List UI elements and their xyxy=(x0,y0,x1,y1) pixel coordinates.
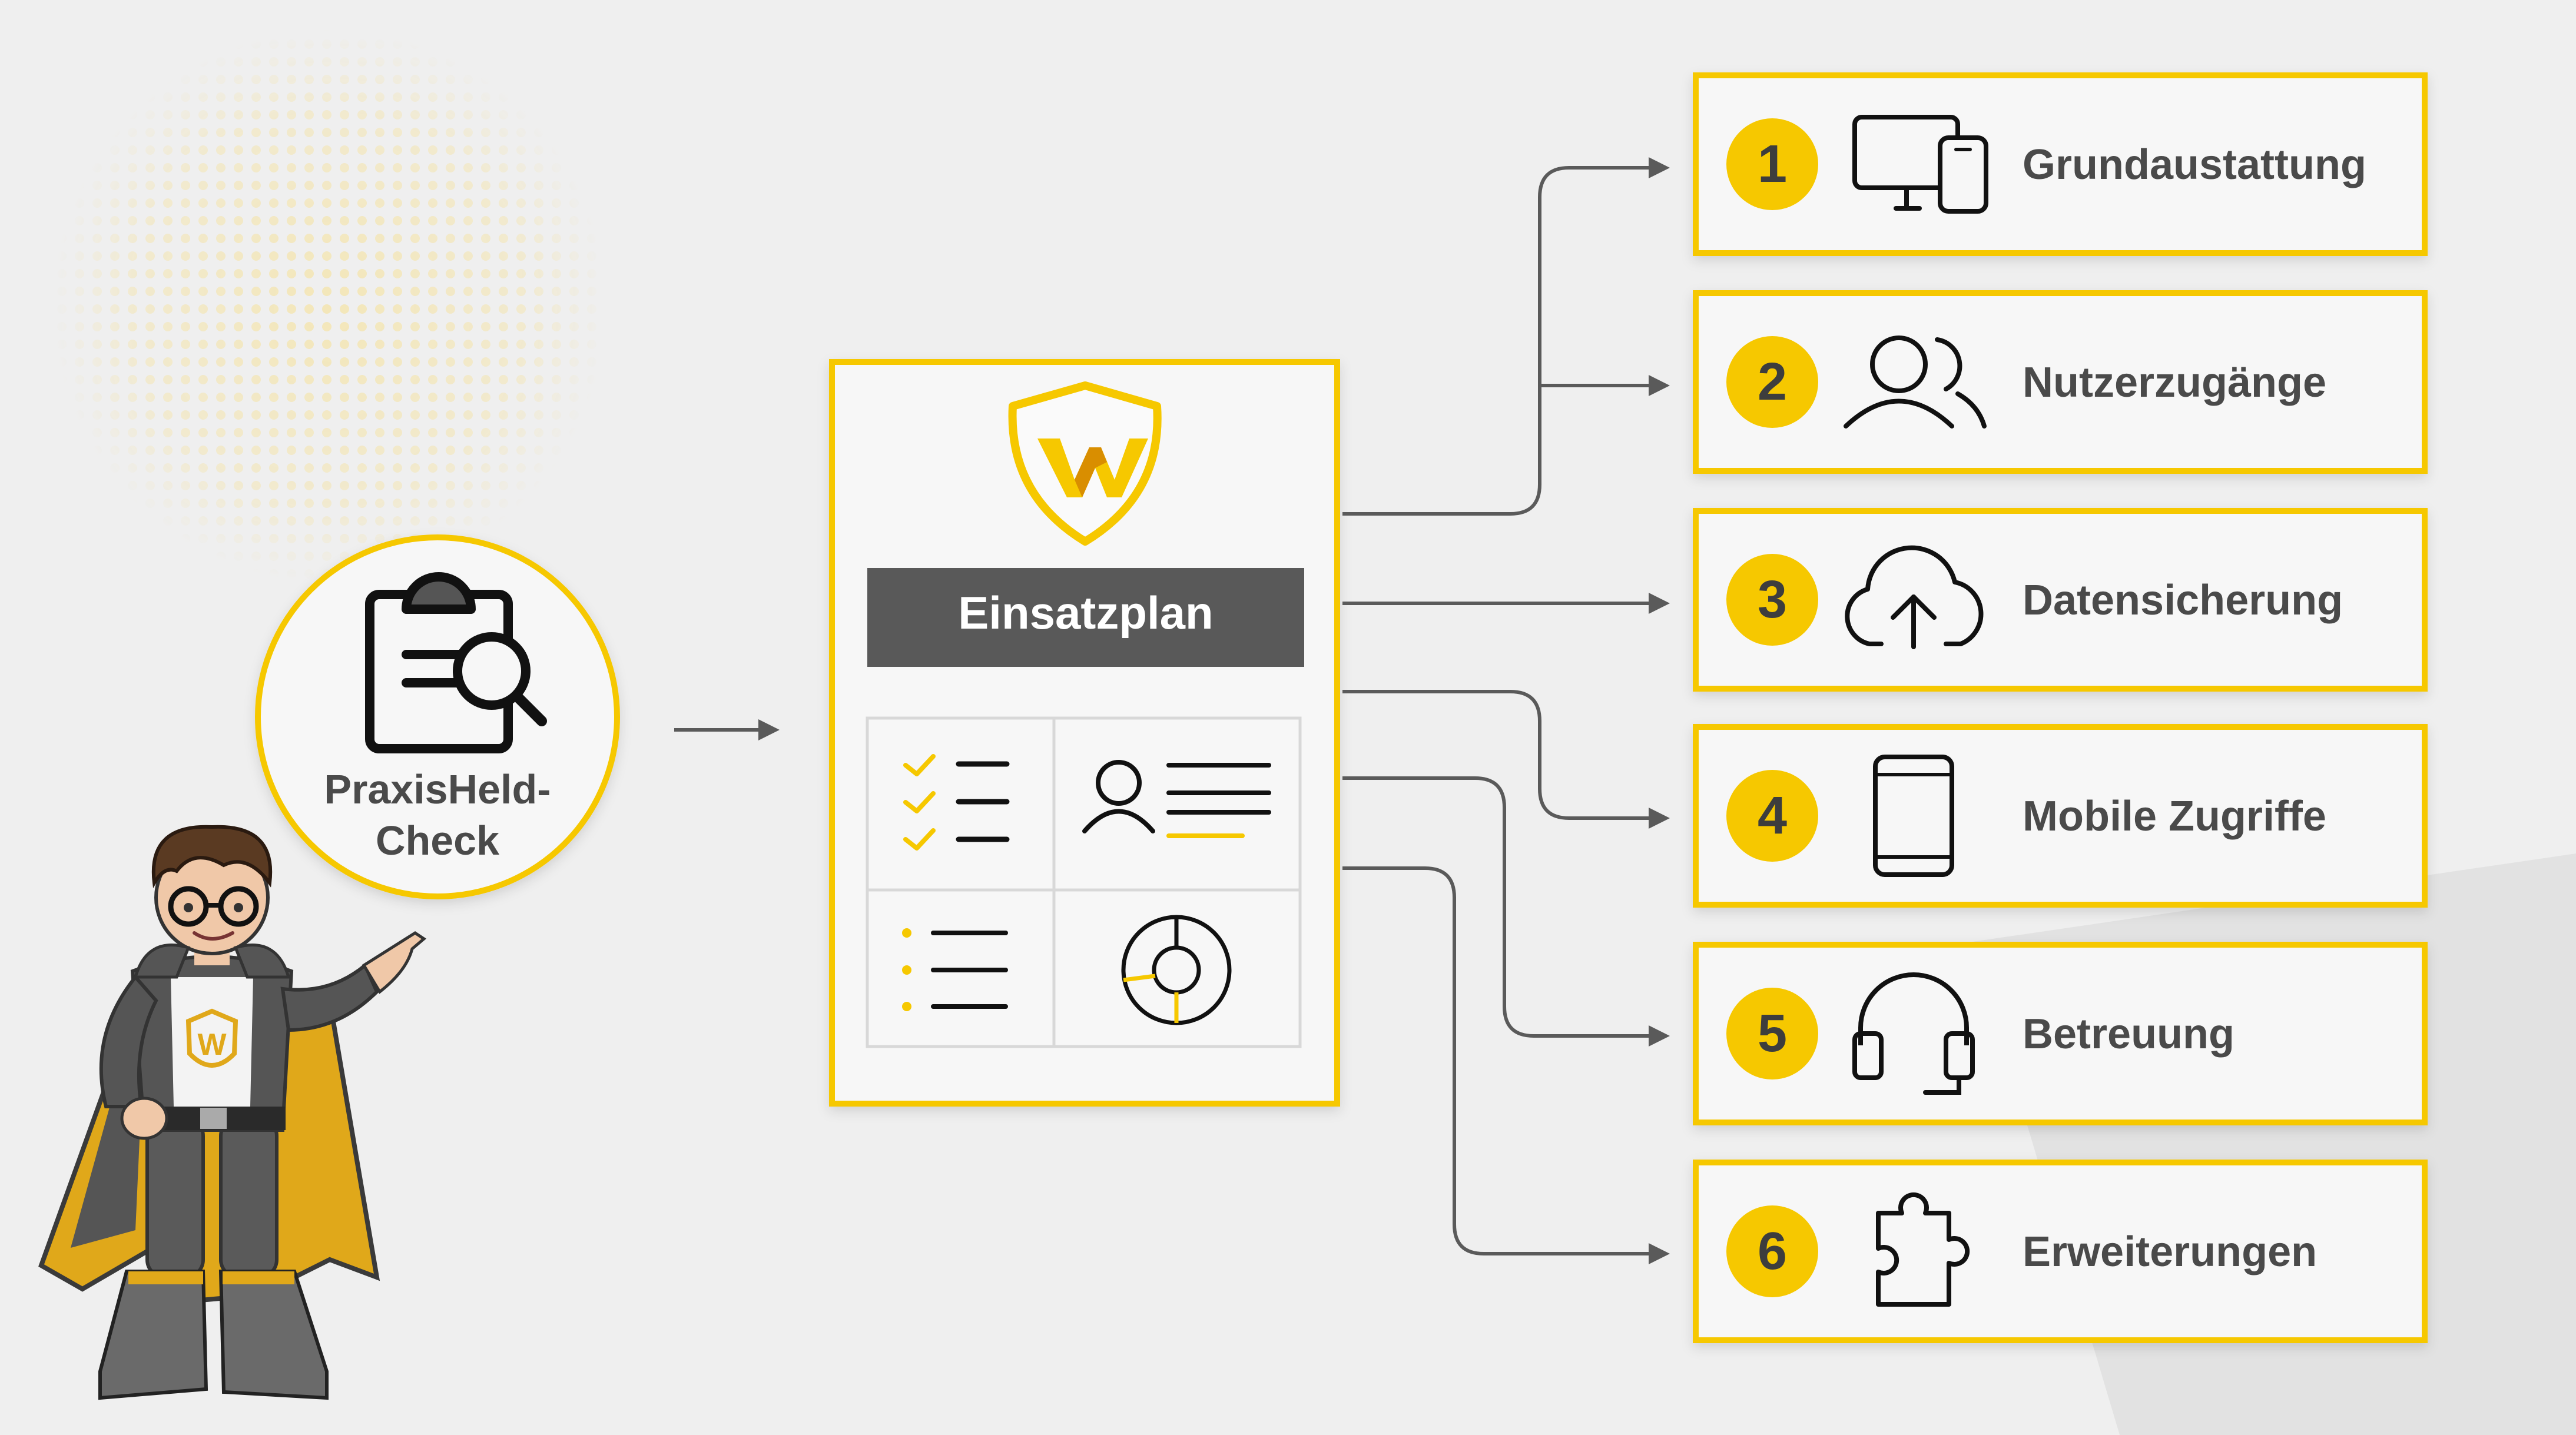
item-box-3: 3 Datensicherung xyxy=(1693,508,2428,692)
item-number: 6 xyxy=(1758,1222,1787,1281)
item-number: 1 xyxy=(1758,135,1787,194)
einsatzplan-card: Einsatzplan xyxy=(829,359,1340,1107)
item-box-1: 1 Grundaustattung xyxy=(1693,72,2428,256)
devices-icon xyxy=(1852,115,1988,214)
users-icon xyxy=(1844,336,1987,428)
praxisheld-check-node: PraxisHeld- Check xyxy=(255,534,620,899)
item-number: 3 xyxy=(1758,570,1787,629)
bullet-list-icon xyxy=(902,928,1008,1011)
plan-grid xyxy=(866,716,1302,1048)
item-label: Betreuung xyxy=(2023,1011,2234,1058)
item-box-5: 5 Betreuung xyxy=(1693,942,2428,1125)
number-badge xyxy=(1726,336,1818,428)
number-badge xyxy=(1726,988,1818,1079)
background-watermark xyxy=(1972,853,2576,1435)
mascot-badge-letter: W xyxy=(197,1028,227,1062)
number-badge xyxy=(1726,554,1818,646)
shield-w-logo xyxy=(1008,381,1162,546)
item-number: 5 xyxy=(1758,1004,1787,1063)
connector-6 xyxy=(1342,866,1670,1264)
number-badge xyxy=(1726,118,1818,210)
clipboard-search-icon xyxy=(365,572,547,753)
superhero-mascot-icon: W xyxy=(38,825,427,1400)
number-badge xyxy=(1726,1205,1818,1297)
item-label: Nutzerzugänge xyxy=(2023,359,2326,406)
plan-title: Einsatzplan xyxy=(958,587,1213,639)
item-list: 1 Grundaustattung 2 Nutzerzugänge 3 Datensich… xyxy=(1693,72,2428,1343)
check-title-line1: PraxisHeld- xyxy=(324,766,551,812)
item-label: Datensicherung xyxy=(2023,577,2343,624)
puzzle-icon xyxy=(1876,1192,1970,1307)
connector-4 xyxy=(1342,690,1670,829)
cloud-upload-icon xyxy=(1845,545,1984,649)
item-box-4: 4 Mobile Zugriffe xyxy=(1693,724,2428,908)
connector-1 xyxy=(1342,157,1670,516)
number-badge xyxy=(1726,770,1818,862)
plan-title-bar xyxy=(867,568,1304,667)
dot-pattern-decoration xyxy=(47,24,612,589)
item-number: 2 xyxy=(1758,353,1787,411)
connector-5 xyxy=(1342,776,1670,1047)
item-box-2: 2 Nutzerzugänge xyxy=(1693,290,2428,474)
item-box-6: 6 Erweiterungen xyxy=(1693,1160,2428,1343)
check-title-line2: Check xyxy=(376,818,499,863)
item-label: Erweiterungen xyxy=(2023,1228,2317,1275)
connectors xyxy=(1342,157,1670,1264)
headset-icon xyxy=(1852,972,1975,1095)
user-profile-icon xyxy=(1082,760,1271,838)
smartphone-icon xyxy=(1873,755,1954,877)
checklist-icon xyxy=(903,754,1010,851)
item-label: Grundaustattung xyxy=(2023,141,2366,188)
item-number: 4 xyxy=(1758,786,1787,845)
pie-chart-icon xyxy=(1121,915,1232,1025)
item-label: Mobile Zugriffe xyxy=(2023,793,2326,840)
